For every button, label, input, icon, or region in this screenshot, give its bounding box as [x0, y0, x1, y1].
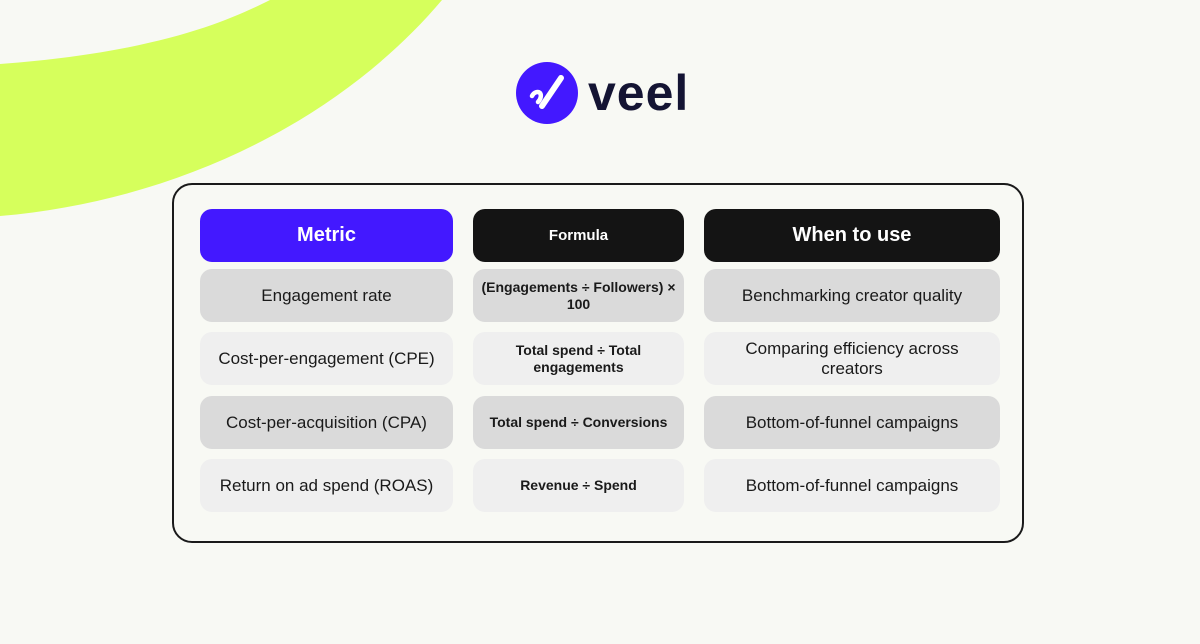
when-to-use-cell: Bottom-of-funnel campaigns [704, 459, 1000, 512]
header-when-to-use: When to use [704, 209, 1000, 262]
header-formula: Formula [473, 209, 684, 262]
formula-cell: Total spend ÷ Conversions [473, 396, 684, 449]
formula-cell: Total spend ÷ Total engagements [473, 332, 684, 385]
metric-cell: Cost-per-acquisition (CPA) [200, 396, 453, 449]
veel-logo: veel [516, 62, 689, 124]
formula-cell: Revenue ÷ Spend [473, 459, 684, 512]
formula-cell: (Engagements ÷ Followers) × 100 [473, 269, 684, 322]
metric-cell: Cost-per-engagement (CPE) [200, 332, 453, 385]
metric-cell: Return on ad spend (ROAS) [200, 459, 453, 512]
veel-logo-icon [516, 62, 578, 124]
when-to-use-cell: Benchmarking creator quality [704, 269, 1000, 322]
header-metric: Metric [200, 209, 453, 262]
brand-name: veel [588, 65, 690, 121]
metric-cell: Engagement rate [200, 269, 453, 322]
when-to-use-cell: Bottom-of-funnel campaigns [704, 396, 1000, 449]
when-to-use-cell: Comparing efficiency across creators [704, 332, 1000, 385]
